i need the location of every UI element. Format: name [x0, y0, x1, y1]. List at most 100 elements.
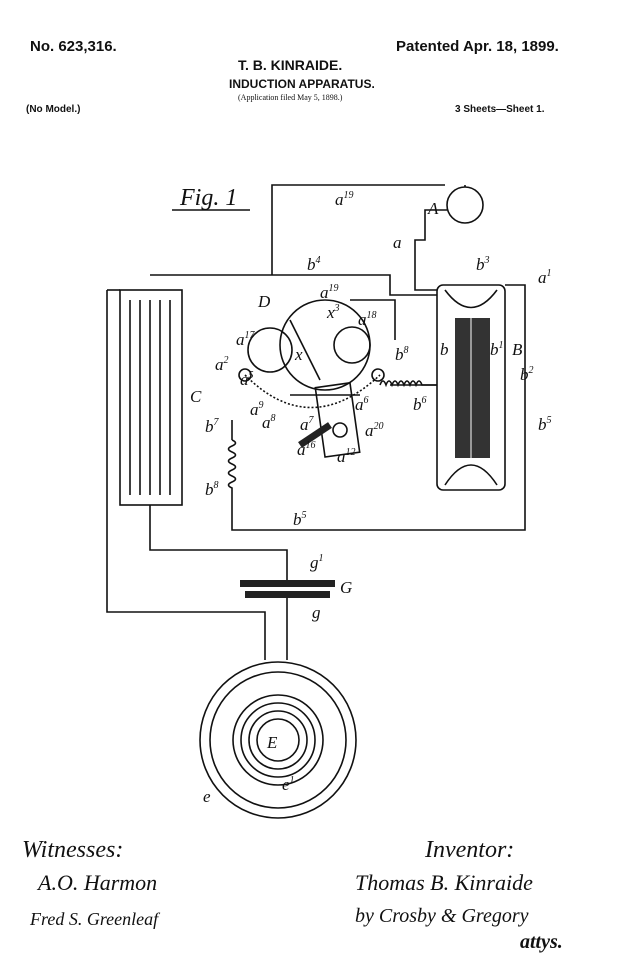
filing-date: (Application filed May 5, 1898.) [238, 93, 343, 102]
reference-label: b8 [395, 345, 409, 364]
inventor-signature: Thomas B. Kinraide [355, 870, 533, 895]
label-superscript: 9 [259, 400, 264, 411]
attorney-signature: by Crosby & Gregory [355, 905, 529, 927]
figure-label: Fig. 1 [179, 185, 237, 211]
label-superscript: 2 [224, 355, 229, 366]
label-base: B [512, 340, 523, 359]
inventor-label: Inventor: [424, 837, 514, 863]
model-note: (No Model.) [26, 104, 81, 115]
generator-a [446, 186, 484, 224]
witness-signature-1: A.O. Harmon [36, 870, 157, 895]
label-superscript: 5 [302, 510, 307, 521]
reference-label: b7 [205, 417, 220, 436]
reference-label: A [427, 199, 439, 218]
reference-label: b5 [538, 415, 552, 434]
reference-label: b [440, 340, 449, 359]
attys-label: attys. [520, 931, 563, 953]
spark-gap-g [240, 580, 335, 598]
reference-label: a17 [236, 330, 256, 349]
reference-label: b8 [205, 480, 219, 499]
label-base: b [395, 345, 404, 364]
circuit-wiring [106, 184, 526, 660]
label-superscript: 19 [329, 283, 339, 294]
reference-label: a6 [355, 395, 369, 414]
label-superscript: 18 [367, 310, 377, 321]
coil-e [199, 661, 357, 819]
reference-label: g [312, 603, 321, 622]
label-superscript: 3 [334, 303, 340, 314]
label-base: b [476, 255, 485, 274]
label-superscript: 1 [319, 553, 324, 564]
reference-label: E [266, 733, 278, 752]
label-superscript: 1 [547, 268, 552, 279]
reference-label: b6 [413, 395, 427, 414]
label-base: a [538, 268, 547, 287]
coil-b6 [379, 380, 437, 388]
reference-label: a12 [337, 447, 356, 466]
reference-label: a19 [320, 283, 339, 302]
label-superscript: 12 [346, 447, 356, 458]
reference-label: a16 [297, 440, 316, 459]
label-superscript: 8 [214, 480, 219, 491]
reference-label: D [257, 292, 271, 311]
reference-label: a19 [335, 190, 354, 209]
label-base: b [293, 510, 302, 529]
label-base: a [393, 233, 402, 252]
patent-number: No. 623,316. [30, 38, 117, 55]
reference-label: a20 [365, 421, 384, 440]
reference-label: a8 [262, 413, 276, 432]
label-superscript: 19 [344, 190, 354, 201]
label-base: C [190, 387, 202, 406]
label-base: a [240, 370, 249, 389]
label-superscript: 2 [529, 365, 534, 376]
label-base: e [282, 775, 290, 794]
interrupter-d [238, 299, 385, 458]
label-base: a [355, 395, 364, 414]
label-base: b [205, 480, 214, 499]
reference-label: a9 [250, 400, 264, 419]
label-superscript: 20 [374, 421, 384, 432]
label-superscript: 5 [547, 415, 552, 426]
label-base: a [297, 440, 306, 459]
reference-label: x3 [326, 303, 340, 322]
coil-b7 [227, 439, 237, 490]
reference-label: b1 [490, 340, 504, 359]
reference-label: G [340, 578, 352, 597]
condenser-c [119, 289, 183, 506]
reference-label: B [512, 340, 523, 359]
reference-label: b4 [307, 255, 321, 274]
label-base: b [413, 395, 422, 414]
reference-label: a2 [215, 355, 229, 374]
label-superscript: 8 [271, 413, 276, 424]
label-superscript: 1 [290, 775, 295, 786]
reference-label: g1 [310, 553, 324, 572]
label-superscript: 1 [499, 340, 504, 351]
label-base: b [205, 417, 214, 436]
reference-label: e [203, 787, 211, 806]
label-base: A [427, 199, 439, 218]
label-superscript: 3 [484, 255, 490, 266]
label-base: E [266, 733, 278, 752]
reference-label: b3 [476, 255, 490, 274]
label-base: a [365, 421, 374, 440]
label-base: a [236, 330, 245, 349]
label-superscript: 16 [306, 440, 316, 451]
label-base: x [326, 303, 335, 322]
reference-label: b5 [293, 510, 307, 529]
label-base: x [294, 345, 303, 364]
label-superscript: 8 [404, 345, 409, 356]
label-base: b [520, 365, 529, 384]
label-superscript: 5 [249, 370, 254, 381]
witness-signature-2: Fred S. Greenleaf [29, 909, 161, 929]
label-base: a [250, 400, 259, 419]
label-base: b [307, 255, 316, 274]
label-base: g [310, 553, 319, 572]
inventor-name: T. B. KINRAIDE. [238, 57, 343, 73]
label-superscript: 4 [316, 255, 321, 266]
label-base: a [358, 310, 367, 329]
label-base: a [215, 355, 224, 374]
label-base: g [312, 603, 321, 622]
label-base: a [262, 413, 271, 432]
label-superscript: 6 [422, 395, 427, 406]
